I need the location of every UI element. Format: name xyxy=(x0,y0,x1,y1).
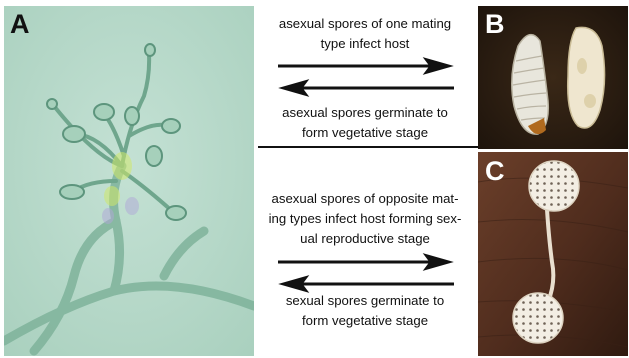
cycle-arrows xyxy=(0,0,629,358)
